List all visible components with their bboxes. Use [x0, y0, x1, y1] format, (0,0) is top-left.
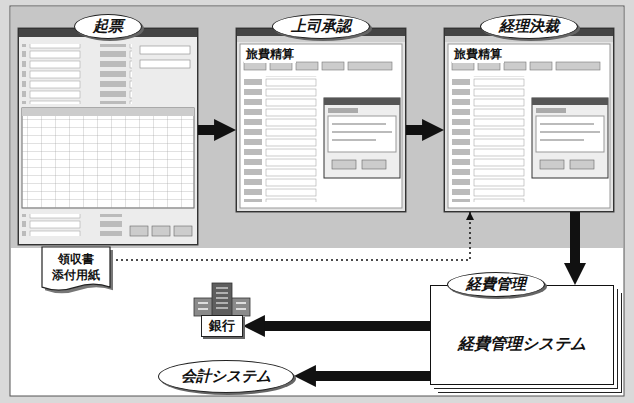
flow-arrow	[198, 125, 218, 135]
approval-screen	[236, 28, 406, 212]
node-text: 経費管理システム	[431, 334, 613, 355]
screen-panel: 起票	[18, 28, 198, 245]
document-shape: 領収書 添付用紙	[41, 246, 111, 294]
system-box: 経費管理経費管理システム	[430, 285, 614, 385]
flow-arrow	[312, 371, 430, 381]
bank-label: 銀行	[201, 315, 243, 337]
screen-title: 旅費精算	[452, 46, 504, 63]
step-label: 経理決裁	[480, 14, 578, 39]
screen-area	[11, 7, 623, 248]
document-paper	[42, 247, 110, 290]
node-text: 会計システム	[181, 367, 271, 386]
flow-arrow	[261, 321, 430, 331]
step-label: 経費管理	[447, 272, 545, 297]
flow-arrow	[111, 212, 470, 260]
node-text: 銀行	[209, 317, 235, 335]
step-label: 起票	[74, 14, 142, 39]
draft-screen	[18, 28, 198, 245]
screen-title: 旅費精算	[244, 46, 296, 63]
frame	[10, 6, 624, 396]
flow-arrow	[570, 212, 580, 267]
step-label: 上司承認	[272, 14, 370, 39]
decision-screen	[444, 28, 614, 212]
bank-building	[194, 283, 250, 316]
system-oval: 会計システム	[158, 360, 294, 393]
flow-arrow	[406, 125, 426, 135]
node-text: 領収書 添付用紙	[49, 252, 103, 283]
